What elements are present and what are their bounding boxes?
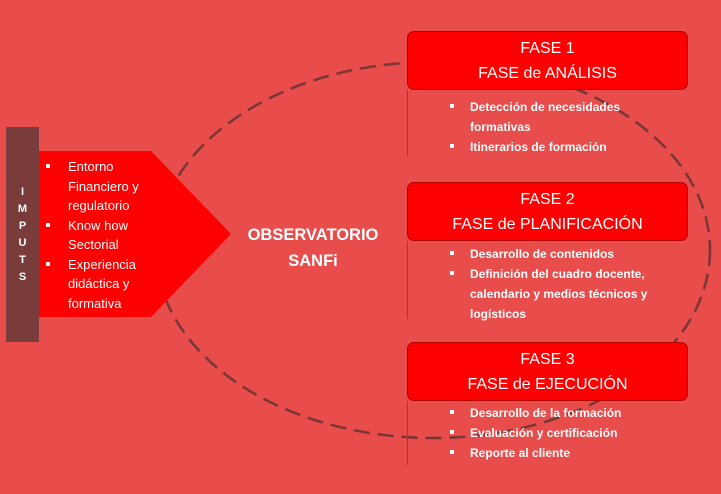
phase-2-box: FASE 2 FASE de PLANIFICACIÓN [407, 182, 688, 241]
phase-connector-line [407, 90, 408, 156]
square-bullet-icon [450, 251, 454, 255]
square-bullet-icon [450, 104, 454, 108]
phase-connector-line [407, 241, 408, 319]
list-item: Desarrollo de contenidos [448, 244, 653, 264]
phase-3-list: Desarrollo de la formación Evaluación y … [448, 403, 708, 463]
square-bullet-icon [46, 164, 50, 168]
square-bullet-icon [450, 410, 454, 414]
phase-3-box: FASE 3 FASE de EJECUCIÓN [407, 342, 688, 401]
list-item: Itinerarios de formación [448, 137, 648, 157]
phase-number: FASE 1 [520, 39, 575, 57]
imputs-letter: M [17, 202, 28, 215]
phase-1-box: FASE 1 FASE de ANÁLISIS [407, 31, 688, 90]
input-list-item: Experiencia didáctica y formativa [44, 255, 159, 314]
square-bullet-icon [450, 144, 454, 148]
phase-name: FASE de ANÁLISIS [478, 64, 617, 82]
input-arrow-shape [39, 151, 231, 317]
list-item: Reporte al cliente [448, 443, 708, 463]
phase-name: FASE de PLANIFICACIÓN [452, 215, 643, 233]
imputs-letter: S [18, 270, 27, 283]
input-list-item: Know how Sectorial [44, 216, 159, 255]
input-list: Entorno Financiero y regulatorio Know ho… [44, 157, 159, 313]
list-item: Desarrollo de la formación [448, 403, 708, 423]
square-bullet-icon [46, 261, 50, 266]
imputs-letter: T [19, 253, 26, 266]
list-item: Evaluación y certificación [448, 423, 708, 443]
list-item: Definición del cuadro docente, calendari… [448, 264, 653, 324]
phase-name: FASE de EJECUCIÓN [467, 375, 628, 393]
imputs-letter: U [18, 236, 27, 249]
square-bullet-icon [450, 430, 454, 434]
square-bullet-icon [450, 450, 454, 454]
imputs-letter: I [20, 185, 25, 198]
imputs-letter: P [18, 219, 27, 232]
imputs-label-bar: I M P U T S [6, 127, 39, 342]
phase-number: FASE 3 [520, 350, 575, 368]
input-list-item: Entorno Financiero y regulatorio [44, 157, 159, 216]
phase-1-list: Detección de necesidades formativas Itin… [448, 97, 648, 157]
observatory-title: OBSERVATORIO SANFi [247, 226, 379, 270]
square-bullet-icon [46, 222, 50, 227]
square-bullet-icon [450, 271, 454, 275]
phase-2-list: Desarrollo de contenidos Definición del … [448, 244, 653, 324]
list-item: Detección de necesidades formativas [448, 97, 648, 137]
phase-connector-line [407, 401, 408, 465]
phase-number: FASE 2 [520, 190, 575, 208]
